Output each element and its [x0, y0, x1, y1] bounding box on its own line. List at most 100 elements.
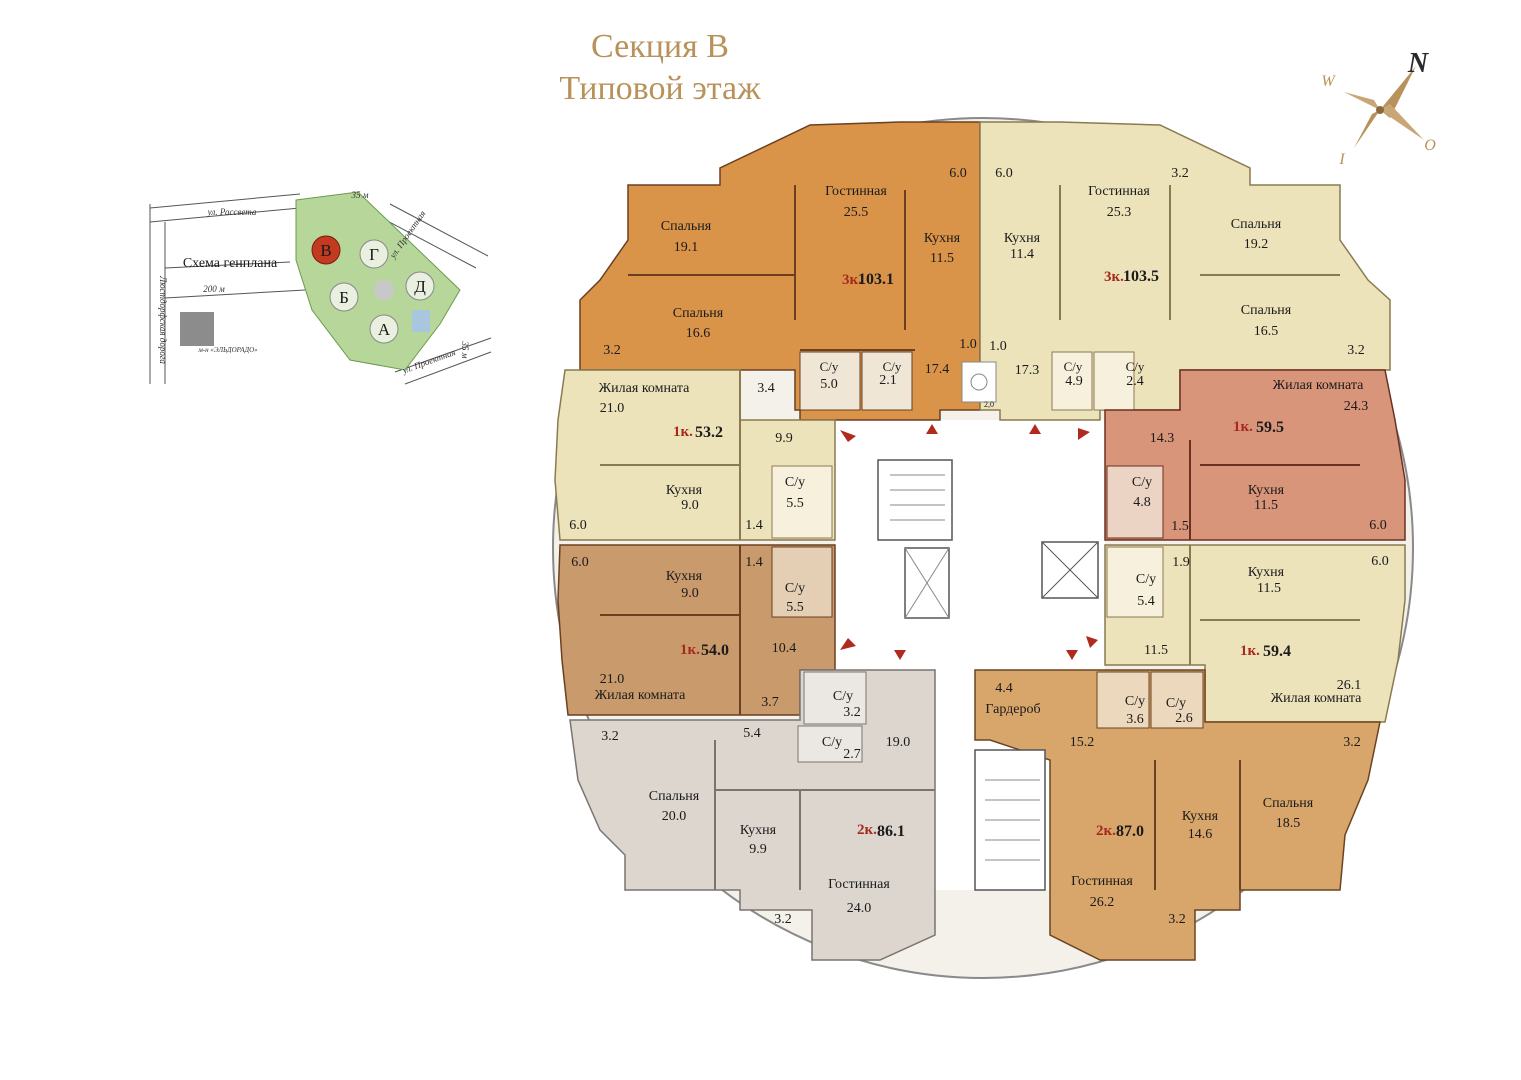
room-name: Жилая комната	[1273, 378, 1364, 393]
room-name: С/у	[1136, 572, 1156, 587]
apartment-area	[979, 121, 1391, 421]
room-area: 19.0	[886, 735, 911, 750]
room-area: 9.0	[681, 586, 699, 601]
room-name: С/у	[1125, 694, 1145, 709]
room-area: 17.3	[1015, 363, 1040, 378]
room-name: Жилая комната	[595, 688, 686, 703]
room-name: Кухня	[666, 569, 703, 584]
room-name: Спальня	[1231, 217, 1282, 232]
elevator-cross	[1041, 541, 1099, 599]
apartment-sw[interactable]	[569, 669, 936, 961]
compass-o: O	[1424, 137, 1436, 154]
room-name: Гостинная	[828, 877, 890, 892]
room-area: 4.8	[1133, 495, 1151, 510]
elevator-cross	[904, 547, 950, 619]
room-name: Кухня	[1004, 231, 1041, 246]
room-area: 6.0	[1369, 518, 1387, 533]
apartment-type: 2к.	[1096, 823, 1116, 839]
apartment-area	[579, 121, 981, 421]
room-area: 5.0	[820, 377, 838, 392]
room-name: С/у	[785, 581, 805, 596]
bathroom	[1051, 351, 1093, 411]
room-area: 1.5	[1171, 519, 1189, 534]
room-name: Спальня	[1241, 303, 1292, 318]
bathroom	[803, 671, 867, 725]
room-area: 9.9	[749, 842, 767, 857]
compass-rose: N W O I	[1321, 48, 1436, 168]
section-marker	[405, 271, 435, 301]
room-area: 10.4	[772, 641, 797, 656]
garbage-chute-opening	[970, 373, 988, 391]
apartment-area-label: 87.0	[1116, 823, 1144, 840]
room-area: 6.0	[995, 166, 1013, 181]
title-line1: Секция В	[591, 28, 729, 65]
room-name: Спальня	[673, 306, 724, 321]
garbage-chute	[961, 361, 997, 403]
compass-ray	[1354, 110, 1380, 148]
room-area: 3.2	[601, 729, 619, 744]
room-area: 25.5	[844, 205, 869, 220]
room-area: 4.4	[995, 681, 1013, 696]
room-area: 5.4	[1137, 594, 1155, 609]
room-area: 6.0	[1371, 554, 1389, 569]
apartment-type: 3к.	[1104, 269, 1124, 285]
room-area: 11.5	[1254, 498, 1278, 513]
park-fountain	[374, 280, 394, 300]
room-area: 24.0	[847, 901, 872, 916]
room-area: 1.4	[745, 555, 763, 570]
room-area: 25.3	[1107, 205, 1132, 220]
section-marker	[369, 314, 399, 344]
street-line	[377, 215, 477, 269]
street-line	[394, 337, 492, 373]
room-area: 11.5	[930, 251, 954, 266]
apartment-e2[interactable]	[1104, 544, 1406, 723]
apartment-type: 1к.	[1240, 643, 1260, 659]
apartment-nw[interactable]	[579, 121, 981, 421]
bathroom	[1106, 465, 1164, 539]
apartment-se[interactable]	[974, 669, 1381, 961]
bathroom	[1096, 671, 1150, 729]
compass-n: N	[1407, 48, 1430, 79]
street-line	[164, 289, 306, 299]
apartment-w1[interactable]	[554, 369, 836, 541]
room-name: Гостинная	[825, 184, 887, 199]
room-name: Кухня	[1248, 565, 1285, 580]
title-line2: Типовой этаж	[559, 70, 761, 107]
room-area: 16.5	[1254, 324, 1279, 339]
apartment-area-label: 53.2	[695, 424, 723, 441]
room-area: 26.1	[1337, 678, 1362, 693]
room-name: Кухня	[666, 483, 703, 498]
compass-i: I	[1338, 151, 1345, 168]
room-area: 3.4	[757, 381, 775, 396]
room-name: С/у	[785, 475, 805, 490]
apartment-area-label: 59.4	[1263, 643, 1291, 660]
room-area: 3.2	[1168, 912, 1186, 927]
apartment-ne[interactable]	[961, 121, 1391, 421]
room-area: 19.2	[1244, 237, 1269, 252]
room-area: 3.2	[774, 912, 792, 927]
staircase-north	[877, 459, 953, 541]
apartment-area-label: 103.1	[858, 271, 894, 288]
bathroom	[1150, 671, 1204, 729]
room-area: 1.0	[959, 337, 977, 352]
distance-label: 35 м	[351, 190, 369, 200]
room-name: Жилая комната	[599, 381, 690, 396]
room-area: 11.5	[1144, 643, 1168, 658]
room-name: С/у	[1126, 359, 1145, 374]
room-area: 21.0	[600, 401, 625, 416]
room-name: Кухня	[740, 823, 777, 838]
apartment-area	[1104, 544, 1406, 723]
apartment-w2[interactable]	[557, 544, 836, 716]
room-name: С/у	[1064, 359, 1083, 374]
room-area: 14.6	[1188, 827, 1213, 842]
room-area: 4.9	[1065, 374, 1083, 389]
room-area: 20.0	[662, 809, 687, 824]
garbage-chute-label: 2,0	[984, 400, 994, 409]
bathroom	[1093, 351, 1135, 411]
street-label: Люстдорфская дорога	[158, 275, 168, 364]
room-name: С/у	[1166, 696, 1186, 711]
compass-w: W	[1321, 73, 1336, 90]
section-label: Б	[339, 288, 349, 307]
apartment-e1[interactable]	[1104, 369, 1406, 541]
